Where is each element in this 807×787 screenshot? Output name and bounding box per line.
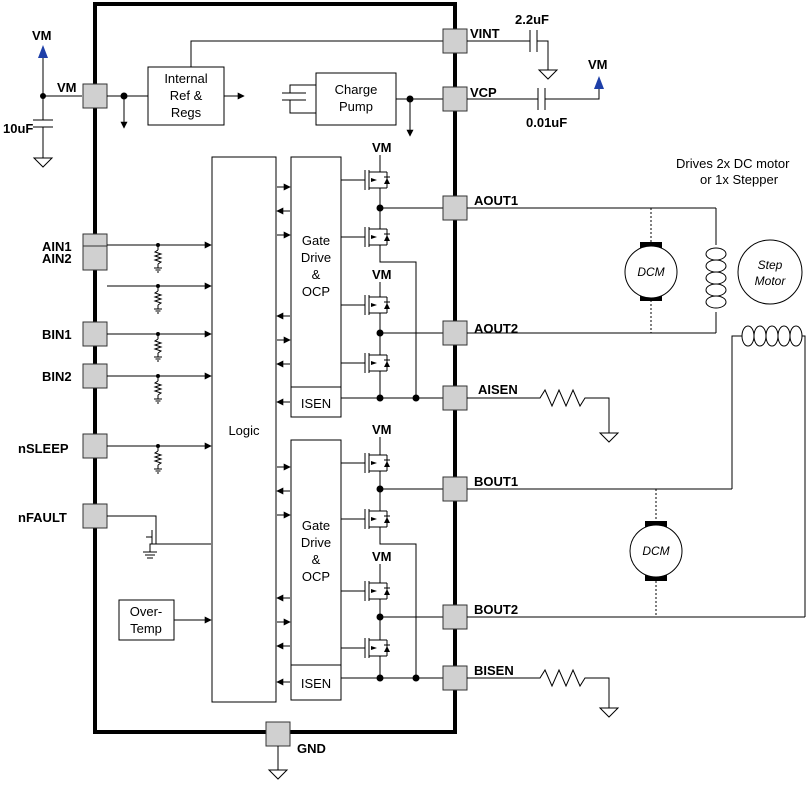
pin-label-bin1: BIN1: [42, 327, 72, 342]
svg-text:Drive: Drive: [301, 250, 331, 265]
pad-aout2: [442, 320, 468, 346]
svg-text:OCP: OCP: [302, 284, 330, 299]
sense-resistor-b: [467, 668, 619, 718]
pad-bout1: [442, 476, 468, 502]
svg-text:Over-: Over-: [130, 604, 163, 619]
pin-label-ain1: AIN1: [42, 239, 72, 254]
pad-vcp: [442, 86, 468, 112]
internal-ref-regs-block: [147, 66, 225, 126]
svg-text:Regs: Regs: [171, 105, 202, 120]
pin-label-bout2: BOUT2: [474, 602, 518, 617]
pad-vm: [82, 83, 108, 109]
svg-text:VM: VM: [372, 267, 392, 282]
svg-text:Ref &: Ref &: [170, 88, 203, 103]
pad-bisen: [442, 665, 468, 691]
vm-supply-left: VM 10uF: [3, 28, 82, 168]
pin-label-ain2: AIN2: [42, 251, 72, 266]
stepper-coil-b: [731, 325, 806, 617]
charge-pump-block: [315, 72, 397, 126]
svg-text:VM: VM: [32, 28, 52, 43]
pad-aout1: [442, 195, 468, 221]
cap-vm-label: 10uF: [3, 121, 33, 136]
pin-label-bin2: BIN2: [42, 369, 72, 384]
dc-motor-b: DCM: [629, 521, 683, 581]
pin-label-vcp: VCP: [470, 85, 497, 100]
output-nfault: nFAULT: [18, 503, 211, 559]
svg-text:Motor: Motor: [755, 274, 787, 288]
gate-drive-b-block: [290, 439, 342, 666]
dc-motor-a: DCM: [624, 242, 678, 301]
svg-text:&: &: [312, 267, 321, 282]
svg-text:Gate: Gate: [302, 518, 330, 533]
svg-text:&: &: [312, 552, 321, 567]
motor-a-wiring: [467, 207, 717, 334]
pin-label-nsleep: nSLEEP: [18, 441, 69, 456]
over-temp-block: [118, 599, 175, 641]
input-bin1: BIN1: [42, 321, 212, 362]
cap-vcp-label: 0.01uF: [526, 115, 567, 130]
svg-text:Logic: Logic: [228, 423, 260, 438]
pin-label-bout1: BOUT1: [474, 474, 518, 489]
pad-gnd: [265, 721, 291, 747]
svg-text:Temp: Temp: [130, 621, 162, 636]
pin-label-vm: VM: [57, 80, 77, 95]
svg-text:Step: Step: [758, 258, 783, 272]
pin-label-bisen: BISEN: [474, 663, 514, 678]
h-bridge-a: VM VM: [341, 140, 443, 402]
logic-gate-a-links: [276, 183, 291, 406]
svg-text:VM: VM: [372, 549, 392, 564]
input-ain2: AIN2: [42, 245, 212, 314]
pad-aisen: [442, 385, 468, 411]
load-caption-line1: Drives 2x DC motor: [676, 156, 790, 171]
logic-gate-b-links: [276, 463, 291, 686]
pin-label-gnd: GND: [297, 741, 326, 756]
pin-label-aout1: AOUT1: [474, 193, 518, 208]
pin-label-aout2: AOUT2: [474, 321, 518, 336]
stepper-coil-a: [705, 247, 727, 309]
step-motor: Step Motor: [737, 239, 803, 305]
pin-label-vint: VINT: [470, 26, 500, 41]
svg-text:DCM: DCM: [637, 265, 664, 279]
svg-text:DCM: DCM: [642, 544, 669, 558]
svg-text:VM: VM: [372, 422, 392, 437]
svg-text:VM: VM: [372, 140, 392, 155]
isen-b-block: [290, 664, 342, 701]
h-bridge-b: VM VM: [341, 422, 443, 682]
cap-vint: [467, 30, 558, 80]
input-nsleep: nSLEEP: [18, 433, 212, 474]
svg-text:Gate: Gate: [302, 233, 330, 248]
gate-drive-a-block: [290, 156, 342, 388]
cap-vint-label: 2.2uF: [515, 12, 549, 27]
isen-a-block: [290, 386, 342, 418]
cap-vcp: [467, 76, 604, 110]
sense-resistor-a: [467, 388, 619, 443]
logic-block: [211, 156, 277, 703]
svg-text:Pump: Pump: [339, 99, 373, 114]
svg-text:ISEN: ISEN: [301, 676, 331, 691]
input-bin2: BIN2: [42, 363, 212, 404]
pin-label-aisen: AISEN: [478, 382, 518, 397]
pad-vint: [442, 28, 468, 54]
pad-bout2: [442, 604, 468, 630]
load-caption-line2: or 1x Stepper: [700, 172, 779, 187]
svg-text:ISEN: ISEN: [301, 396, 331, 411]
pin-label-nfault: nFAULT: [18, 510, 67, 525]
vcp-supply-label: VM: [588, 57, 608, 72]
svg-text:OCP: OCP: [302, 569, 330, 584]
svg-text:Charge: Charge: [335, 82, 378, 97]
svg-text:Drive: Drive: [301, 535, 331, 550]
svg-text:Internal: Internal: [164, 71, 207, 86]
